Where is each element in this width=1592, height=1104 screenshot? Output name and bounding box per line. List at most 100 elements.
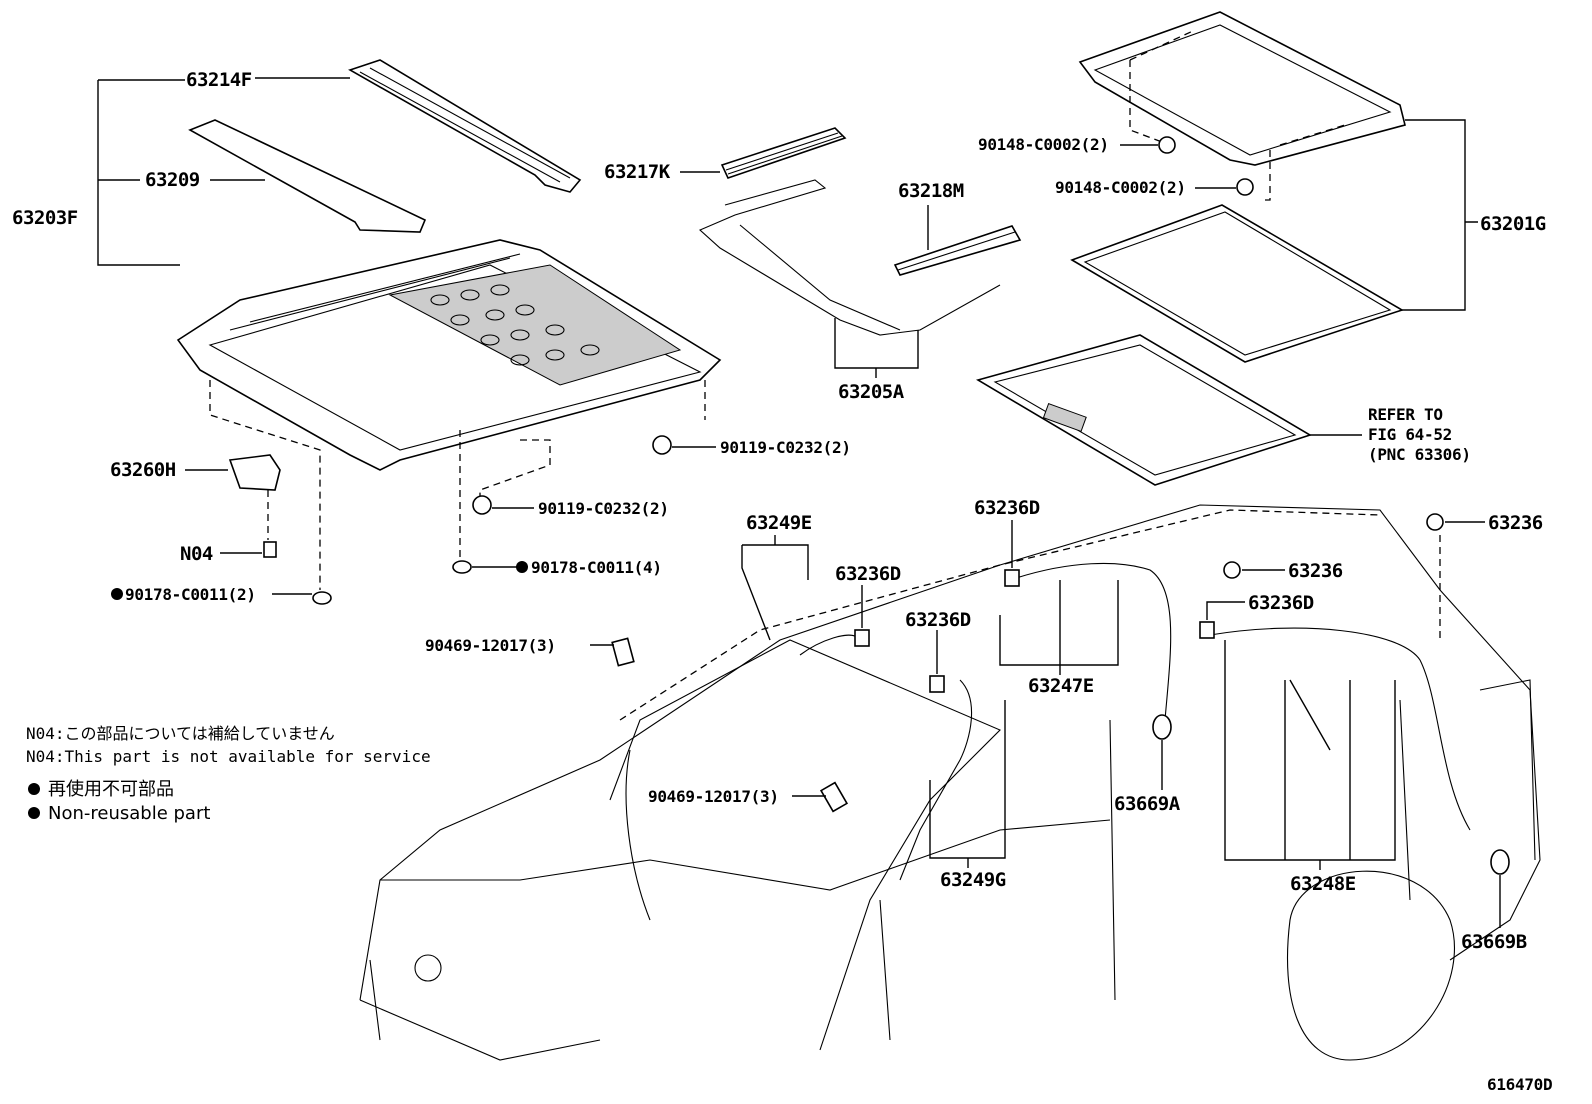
tape-90469-a (611, 637, 635, 667)
note-en-n04: N04:This part is not available for servi… (26, 747, 431, 766)
label-63236D-d: 63236D (1248, 592, 1314, 614)
clip-63236D-b (929, 675, 945, 693)
hose-front-b (625, 749, 651, 921)
label-63203F: 63203F (12, 207, 78, 229)
label-63247E: 63247E (1028, 675, 1094, 697)
label-63236D-c: 63236D (974, 497, 1040, 519)
cable-63205A (698, 179, 1001, 336)
sunshade-inner (993, 344, 1297, 476)
clip-63236D-a (854, 629, 870, 647)
bracket-63201G (1400, 119, 1478, 311)
tape-90469-b (819, 781, 849, 813)
clip-63236D-c (1004, 569, 1020, 587)
label-63236D-b: 63236D (905, 609, 971, 631)
label-90119a: 90119-C0232(2) (720, 438, 851, 457)
bracket-63205A (834, 318, 919, 369)
label-refer-3: (PNC 63306) (1368, 445, 1471, 464)
label-90178a: 90178-C0011(4) (531, 558, 662, 577)
middle-group (680, 127, 1022, 378)
glass-63201G (1078, 11, 1406, 166)
clip-63236-b (1426, 513, 1444, 531)
label-63260H: 63260H (110, 459, 176, 481)
label-90469a: 90469-12017(3) (425, 636, 556, 655)
bolt-90119a (652, 435, 672, 455)
note-dot-jp (28, 783, 40, 795)
frame-holes (430, 284, 600, 366)
nonreusable-dot-b (111, 588, 123, 600)
label-refer-1: REFER TO (1368, 405, 1443, 424)
label-63201G: 63201G (1480, 213, 1546, 235)
label-63209: 63209 (145, 169, 200, 191)
part-63217K (720, 127, 847, 179)
label-90148a: 90148-C0002(2) (978, 135, 1109, 154)
part-63218M-line (897, 231, 1016, 271)
housing-group (97, 59, 722, 605)
notes: N04:この部品については補給していません N04:This part is n… (26, 724, 431, 824)
deflector-63214F (348, 59, 582, 193)
label-63218M: 63218M (898, 180, 964, 202)
cable-63205A-inner (739, 224, 901, 331)
hose-rear-b (1209, 627, 1471, 831)
frame-rail (229, 253, 521, 331)
label-90469b: 90469-12017(3) (648, 787, 779, 806)
label-63205A: 63205A (838, 381, 905, 403)
frame-opening (208, 264, 702, 451)
hood-line (380, 819, 1111, 891)
label-63248E: 63248E (1290, 873, 1356, 895)
weatherstrip-inner (1083, 211, 1392, 356)
note-jp-nonreusable: 再使用不可部品 (48, 779, 174, 800)
label-refer-2: FIG 64-52 (1368, 425, 1452, 444)
glass-inner (1093, 24, 1392, 156)
fog-lamp (414, 954, 442, 982)
grommet-63669A (1152, 714, 1172, 740)
label-63236D-a: 63236D (835, 563, 901, 585)
leader-63236D-d (1206, 601, 1245, 620)
label-63669A: 63669A (1114, 793, 1181, 815)
roof-dash (619, 509, 1381, 721)
bar-63209 (188, 119, 427, 233)
deflector-detail (359, 67, 571, 183)
windshield (609, 639, 1001, 1051)
nut-90178-4 (452, 560, 472, 574)
bracket-63247E (999, 580, 1119, 666)
nonreusable-dot-a (516, 561, 528, 573)
hose-front-a (799, 634, 859, 656)
diagram-code: 616470D (1487, 1075, 1552, 1094)
bracket-63249E (741, 544, 809, 641)
dash-frame-mid (459, 430, 551, 560)
label-63249G: 63249G (940, 869, 1006, 891)
label-63217K: 63217K (604, 161, 671, 183)
label-63669B: 63669B (1461, 931, 1527, 953)
bolt-90119b (472, 495, 492, 515)
glass-group (975, 11, 1478, 486)
note-en-nonreusable: Non-reusable part (48, 803, 210, 824)
label-63249E: 63249E (746, 512, 812, 534)
bolt-90148a (1158, 136, 1176, 154)
label-63236-a: 63236 (1288, 560, 1343, 582)
label-90178b: 90178-C0011(2) (125, 585, 256, 604)
hose-rear-a (1009, 562, 1172, 721)
part-63217K-lines (725, 132, 843, 175)
rear-wheel (1287, 870, 1455, 1061)
bracket-63249G (929, 700, 1006, 868)
car-body (359, 504, 1541, 1061)
hose-front-c (899, 679, 973, 881)
grommet-63669B (1490, 849, 1510, 875)
clip-63236-a (1223, 561, 1241, 579)
bolt-N04 (263, 541, 277, 558)
frame-panel (388, 264, 682, 386)
label-90119b: 90119-C0232(2) (538, 499, 669, 518)
label-N04: N04 (180, 543, 213, 565)
nut-90178-2 (312, 591, 332, 605)
note-jp-n04: N04:この部品については補給していません (26, 724, 335, 743)
labels: 63214F 63209 63203F 63217K 63218M 63205A… (12, 69, 1553, 1094)
bolt-90148b (1236, 178, 1254, 196)
front-bumper (359, 959, 601, 1061)
pillars (879, 699, 1411, 1041)
car-outline (359, 504, 1541, 1001)
sunshade-handle (1042, 402, 1087, 432)
label-63214F: 63214F (186, 69, 252, 91)
rear-end (1479, 679, 1536, 861)
